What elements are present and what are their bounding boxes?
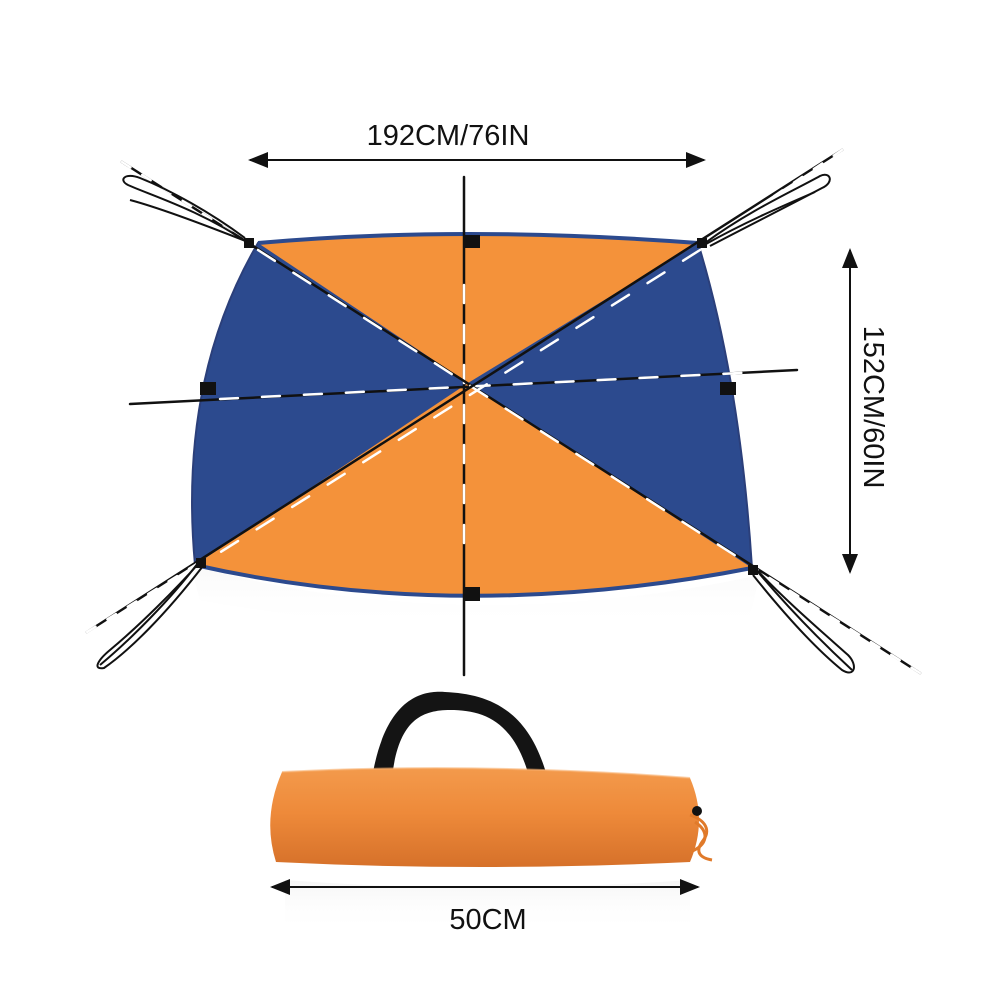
storage-bag-icon [270, 768, 699, 867]
strap-loop-icon [96, 561, 204, 670]
storage-bag [270, 691, 713, 933]
bag-drawstring [689, 806, 713, 862]
canopy [191, 232, 754, 598]
width-label: 192CM/76IN [367, 120, 530, 152]
height-label: 152CM/60IN [857, 326, 889, 489]
strap-loop-icon [704, 173, 831, 247]
canopy-reflection [190, 565, 760, 630]
bag-handle [372, 691, 548, 780]
width-dimension: 192CM/76IN [248, 120, 706, 168]
strap-loop-icon [752, 569, 855, 674]
bottom-orange-panel [195, 383, 752, 596]
strap-loop-icon [122, 174, 251, 245]
corner-straps [96, 173, 855, 674]
bag-length-label: 50CM [449, 904, 526, 936]
height-dimension: 152CM/60IN [842, 248, 889, 574]
frame-clips [196, 235, 758, 601]
top-orange-panel [258, 234, 698, 383]
bag-length-dimension: 50CM [270, 879, 700, 936]
